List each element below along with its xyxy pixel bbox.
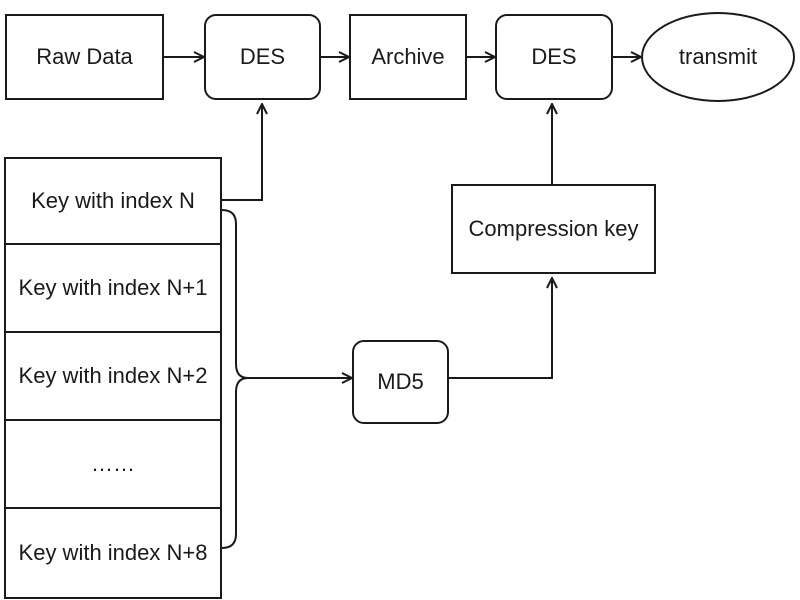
des-label-1: DES [239, 44, 286, 69]
arrow-key-to-des1 [222, 104, 262, 201]
des-box-2: DES [495, 14, 613, 100]
md5-label: MD5 [377, 369, 424, 394]
key-cell-ellipsis: …… [4, 419, 222, 509]
archive-box: Archive [349, 14, 467, 100]
arrow-md5-to-compressionkey [449, 278, 552, 379]
raw-data-label: Raw Data [36, 44, 133, 69]
key-label-ellipsis: …… [91, 451, 135, 476]
archive-label: Archive [371, 44, 445, 69]
compression-key-box: Compression key [451, 184, 656, 274]
key-stack: Key with index N Key with index N+1 Key … [4, 157, 222, 599]
key-label-n2: Key with index N+2 [18, 363, 208, 388]
key-cell-n: Key with index N [4, 157, 222, 245]
key-group-brace [221, 209, 249, 549]
des-box-1: DES [204, 14, 321, 100]
md5-box: MD5 [352, 340, 449, 424]
des-label-2: DES [531, 44, 577, 69]
transmit-ellipse: transmit [641, 12, 795, 102]
key-label-n: Key with index N [31, 188, 195, 213]
key-label-n8: Key with index N+8 [18, 540, 208, 565]
key-cell-n2: Key with index N+2 [4, 331, 222, 421]
transmit-label: transmit [678, 44, 758, 69]
raw-data-box: Raw Data [5, 14, 164, 100]
key-cell-n8: Key with index N+8 [4, 507, 222, 599]
compression-key-label: Compression key [468, 216, 639, 241]
key-cell-n1: Key with index N+1 [4, 243, 222, 333]
key-label-n1: Key with index N+1 [18, 275, 208, 300]
